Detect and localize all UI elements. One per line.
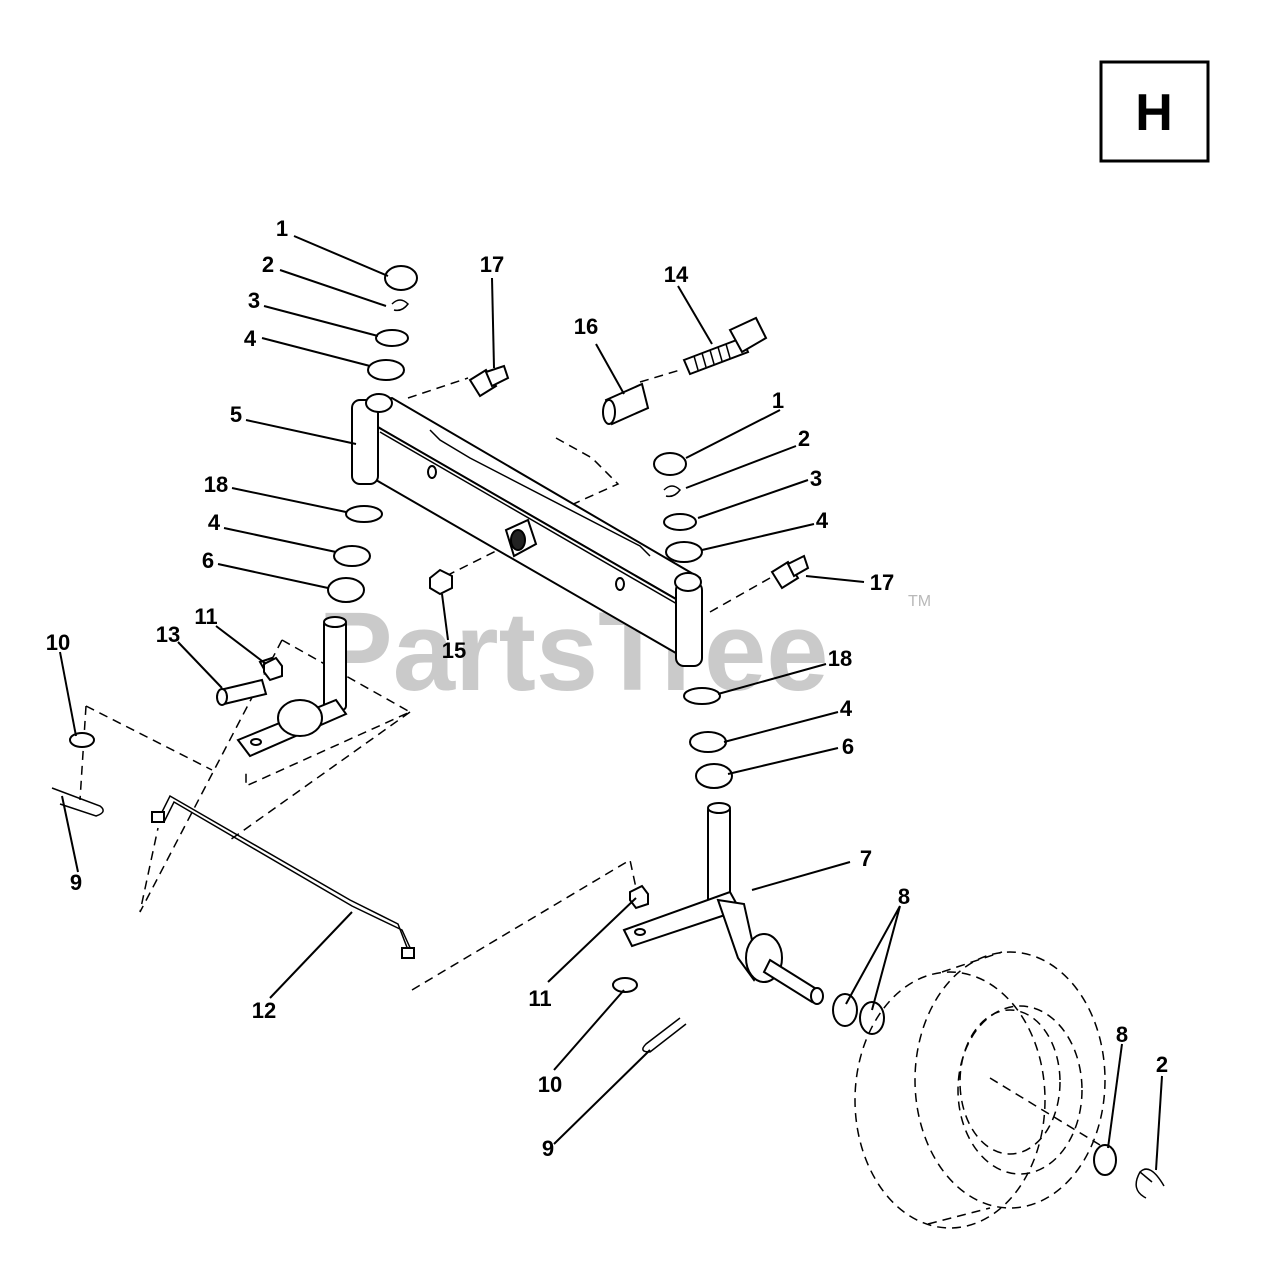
leader-lines [59, 235, 1163, 1171]
section-box: H [1099, 60, 1210, 163]
callout-4-left-top: 4 [244, 326, 257, 351]
callout-9-right: 9 [542, 1136, 554, 1161]
callout-15: 15 [442, 638, 466, 663]
callout-1-left: 1 [276, 216, 288, 241]
tie-rod [151, 794, 415, 959]
callout-labels: 1 2 3 4 17 14 16 5 1 2 3 4 18 4 6 17 11 … [46, 216, 1168, 1161]
callout-11-right: 11 [528, 986, 551, 1011]
callout-8-upper: 8 [898, 884, 910, 909]
callout-14: 14 [664, 262, 689, 287]
callout-2-wheel: 2 [1156, 1052, 1168, 1077]
right-spindle-hardware [653, 452, 733, 789]
callout-7: 7 [860, 846, 872, 871]
callout-4-right-bottom: 4 [840, 696, 853, 721]
assembly-dashed-lines [79, 369, 1101, 1146]
callout-16: 16 [574, 314, 598, 339]
flange-nut-left [263, 656, 283, 682]
left-spindle-hardware [327, 265, 418, 603]
callout-18-left: 18 [204, 472, 228, 497]
callout-13: 13 [156, 622, 180, 647]
watermark-text: PartsTree [318, 589, 829, 714]
wheel-washer [1093, 1144, 1117, 1176]
callout-2-right: 2 [798, 426, 810, 451]
wheel-clip [1135, 1168, 1165, 1199]
callout-1-right: 1 [772, 388, 784, 413]
callout-3-right: 3 [810, 466, 822, 491]
callout-5: 5 [230, 402, 242, 427]
callout-9-left: 9 [70, 870, 82, 895]
nut-15 [429, 568, 453, 596]
section-letter: H [1135, 84, 1173, 142]
left-spindle [216, 616, 348, 758]
watermark-trademark: TM [908, 593, 931, 610]
left-washer-cotter [51, 732, 104, 817]
callout-10-right: 10 [538, 1072, 562, 1097]
flange-nut-right [629, 884, 649, 910]
callout-8-lower: 8 [1116, 1022, 1128, 1047]
right-washer-cotter [612, 977, 687, 1053]
callout-4-left-mid: 4 [208, 510, 221, 535]
callout-17-right: 17 [870, 570, 894, 595]
grease-fitting-left [468, 364, 510, 398]
callout-10-left: 10 [46, 630, 70, 655]
callout-12: 12 [252, 998, 276, 1023]
callout-17-left: 17 [480, 252, 504, 277]
pivot-bushing [602, 382, 650, 426]
grease-fitting-right [770, 554, 810, 590]
pivot-bolt [682, 316, 768, 376]
callout-3-left: 3 [248, 288, 260, 313]
watermark: PartsTree TM [318, 589, 931, 714]
callout-6-right: 6 [842, 734, 854, 759]
callout-6-left: 6 [202, 548, 214, 573]
right-spindle [622, 802, 885, 1035]
axle-center-bushing [504, 518, 538, 558]
callout-18-right: 18 [828, 646, 852, 671]
callout-2-left: 2 [262, 252, 274, 277]
front-wheel [854, 951, 1106, 1229]
callout-11-left: 11 [194, 604, 217, 629]
callout-4-right-top: 4 [816, 508, 829, 533]
